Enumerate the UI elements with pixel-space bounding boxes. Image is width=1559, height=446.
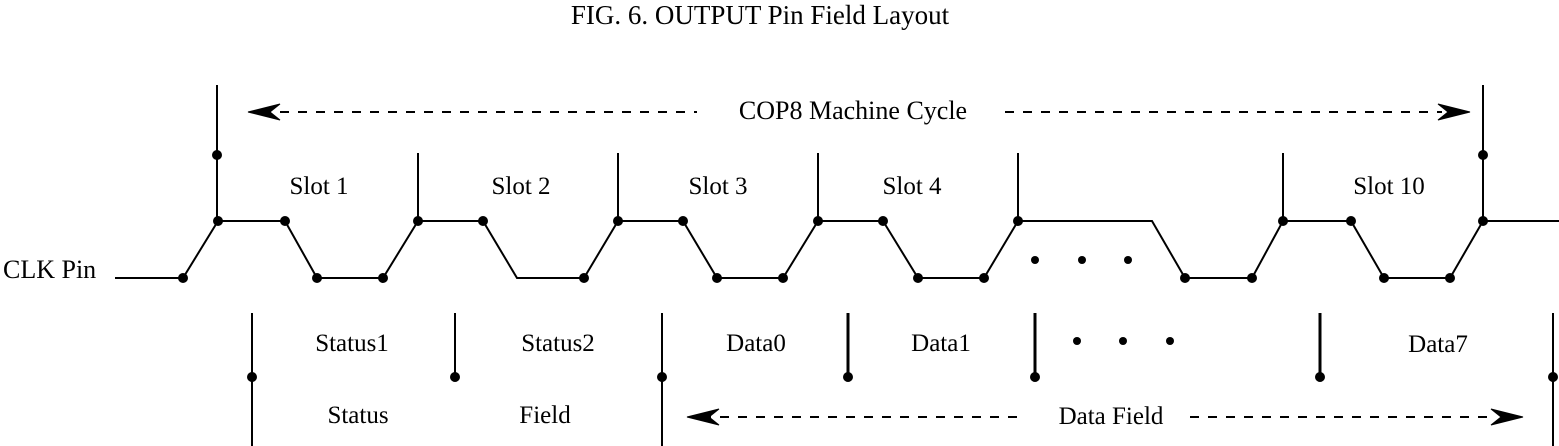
machine-cycle-arrowhead-left-icon [247,103,281,121]
slot-label-2: Slot 2 [491,173,551,200]
data-field-label: Data Field [1058,403,1164,430]
field-label-data7: Data7 [1408,331,1468,358]
field-label-status2: Status2 [521,330,595,357]
slot-label-10: Slot 10 [1353,173,1425,200]
slot-boundary-lines [417,153,1284,221]
field-node-dots [247,372,1558,382]
slot-label-3: Slot 3 [688,173,748,200]
field-boundary-lines [251,313,1554,446]
clk-pin-label: CLK Pin [3,255,97,284]
status-field-word2: Field [519,402,571,429]
waveform-node-dots [178,150,1488,283]
field-label-data1: Data1 [911,330,971,357]
slot-label-1: Slot 1 [289,173,349,200]
status-field-word1: Status [327,402,389,429]
figure-title: FIG. 6. OUTPUT Pin Field Layout [570,0,950,30]
slot-label-4: Slot 4 [882,173,942,200]
data-field-arrowhead-left-icon [686,408,720,426]
field-ellipsis-dots [1073,337,1174,345]
field-label-status1: Status1 [315,330,389,357]
machine-cycle-arrowhead-right-icon [1437,103,1471,121]
data-field-arrowhead-right-icon [1490,408,1524,426]
field-label-data0: Data0 [726,330,786,357]
clk-waveform-trace [115,220,1559,279]
machine-cycle-label: COP8 Machine Cycle [738,96,968,125]
waveform-ellipsis-dots [1031,256,1132,264]
